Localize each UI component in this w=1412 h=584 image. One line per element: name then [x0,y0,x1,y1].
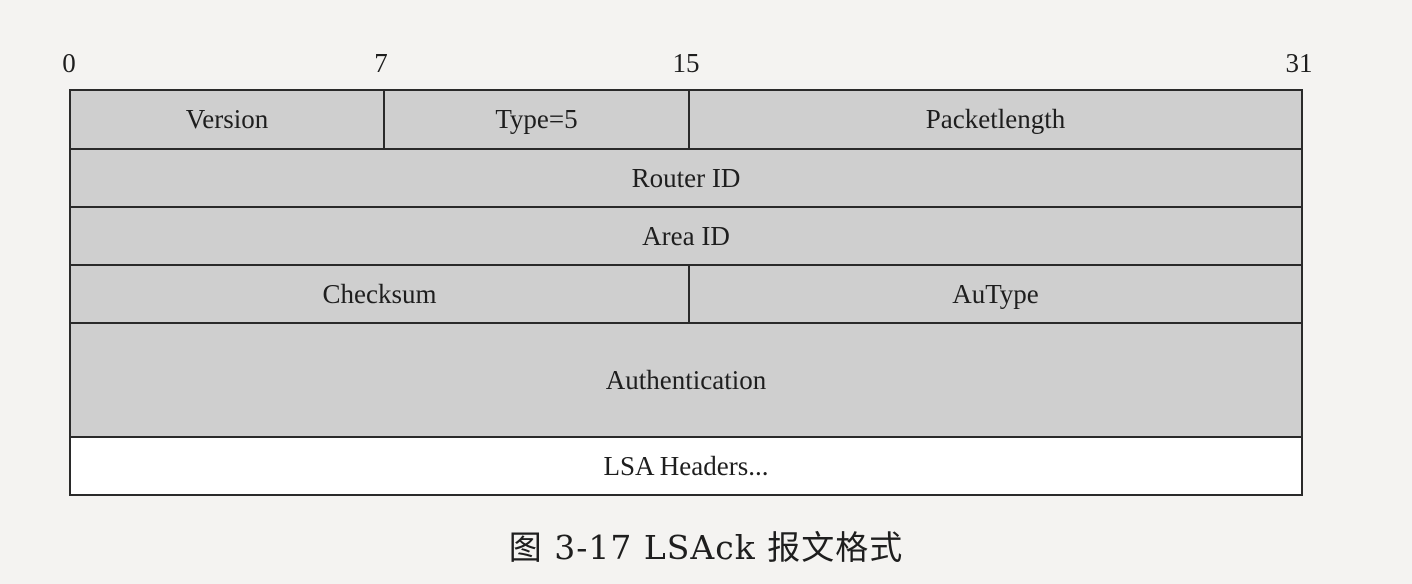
row-divider [71,322,1301,324]
header-row-5: Authentication [71,324,1301,436]
row-divider [71,436,1301,438]
field-type: Type=5 [383,91,688,148]
field-autype: AuType [688,266,1301,322]
field-version: Version [185,104,269,134]
header-row-4: Checksum AuType [71,266,1301,322]
field-area-id: Area ID [642,220,730,251]
field-router-id: Router ID [631,162,741,193]
bit-label-7: 7 [374,48,388,78]
header-row-1: Version Type=5 Packetlength [71,91,1301,148]
row-divider [71,206,1301,208]
bit-label-15: 15 [672,48,700,78]
field-packet-length: Packetlength [688,91,1301,148]
header-row-2: Router ID [71,150,1301,206]
bit-label-31: 31 [1285,48,1313,78]
body-row-lsa-headers: LSA Headers... [71,438,1301,494]
header-row-3: Area ID [71,208,1301,264]
row-divider [71,264,1301,266]
field-lsa-headers: LSA Headers... [603,450,769,481]
field-authentication: Authentication [605,364,767,395]
bit-label-0: 0 [62,48,76,78]
figure-caption: 图 3-17 LSAck 报文格式 [508,528,904,567]
packet-format-diagram: Version Type=5 Packetlength Router ID Ar… [69,89,1303,496]
field-checksum: Checksum [322,278,437,309]
row-divider [71,148,1301,150]
